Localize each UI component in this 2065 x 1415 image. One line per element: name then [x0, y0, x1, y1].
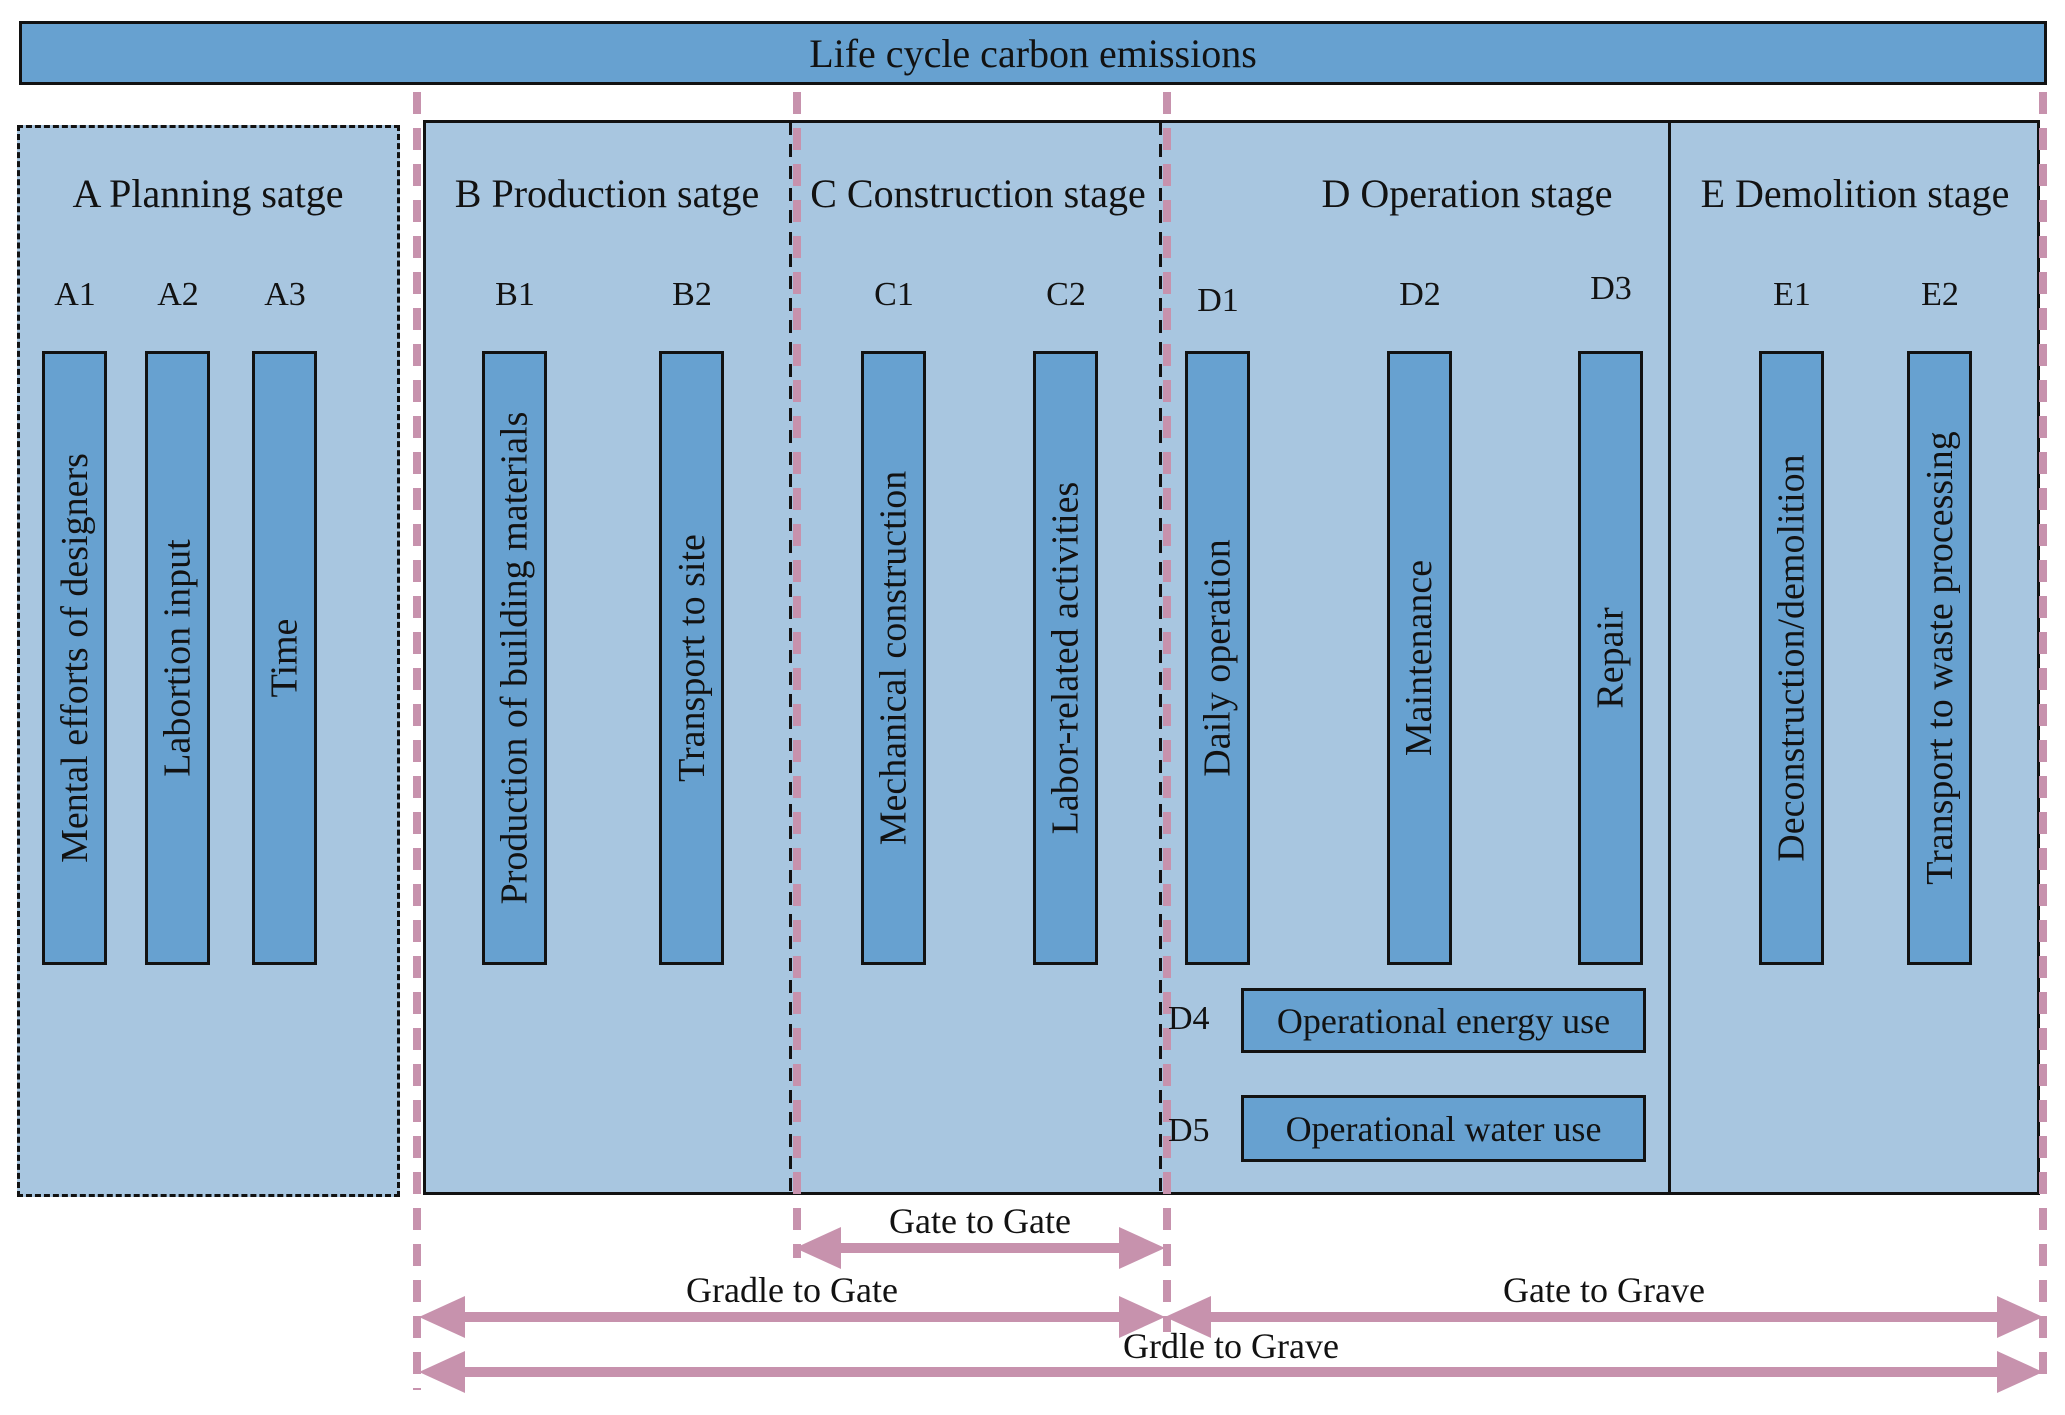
activity-label-a1: Mental efforts of designers: [53, 453, 96, 863]
arrow-head-left-icon: [795, 1227, 841, 1269]
boundary-arrow-gate-to-grave: [1165, 1295, 2043, 1339]
boundary-line-cradle: [413, 92, 421, 1390]
arrow-shaft: [841, 1243, 1119, 1253]
activity-label-a3: Time: [263, 618, 306, 698]
code-label-b2: B2: [672, 276, 712, 313]
title-bar: Life cycle carbon emissions: [19, 21, 2047, 85]
activity-bar-a1: Mental efforts of designers: [42, 351, 107, 965]
activity-label-e2: Transport to waste processing: [1918, 431, 1961, 885]
arrow-head-left-icon: [419, 1296, 465, 1338]
activity-label-b2: Transport to site: [670, 534, 713, 782]
code-label-a2: A2: [157, 276, 199, 313]
activity-bar-b2: Transport to site: [659, 351, 724, 965]
page-title: Life cycle carbon emissions: [809, 30, 1257, 76]
code-label-e2: E2: [1921, 276, 1959, 313]
activity-bar-e1: Deconstruction/demolition: [1759, 351, 1824, 965]
code-label-c1: C1: [874, 276, 914, 313]
divider-operation-demolition: [1668, 122, 1671, 1193]
arrow-head-left-icon: [1165, 1296, 1211, 1338]
activity-bar-d3: Repair: [1578, 351, 1643, 965]
activity-label-c2: Labor-related activities: [1044, 481, 1087, 835]
arrow-head-right-icon: [1119, 1227, 1165, 1269]
activity-label-d5: Operational water use: [1285, 1108, 1602, 1149]
code-label-b1: B1: [495, 276, 535, 313]
boundary-line-grave: [2039, 92, 2047, 1388]
stage-title-operation: D Operation stage: [1321, 171, 1613, 216]
activity-bar-c2: Labor-related activities: [1033, 351, 1098, 965]
arrow-head-left-icon: [419, 1351, 465, 1393]
activity-bar-a2: Labortion input: [145, 351, 210, 965]
activity-box-d4: Operational energy use: [1241, 988, 1646, 1053]
boundary-label-gate-to-gate: Gate to Gate: [889, 1201, 1071, 1241]
boundary-arrow-gradle-to-gate: [419, 1295, 1165, 1339]
boundary-label-gate-to-grave: Gate to Grave: [1503, 1270, 1705, 1310]
boundary-label-gradle-to-gate: Gradle to Gate: [686, 1270, 898, 1310]
code-label-c2: C2: [1046, 276, 1086, 313]
activity-label-d3: Repair: [1589, 607, 1632, 709]
stage-title-planning: A Planning satge: [72, 171, 344, 216]
arrow-shaft: [1211, 1312, 1997, 1322]
boundary-arrow-grdle-to-grave: [419, 1350, 2043, 1394]
activity-label-d4: Operational energy use: [1276, 1000, 1611, 1041]
activity-bar-c1: Mechanical construction: [861, 351, 926, 965]
code-label-a3: A3: [264, 276, 306, 313]
activity-label-d2: Maintenance: [1398, 559, 1441, 757]
boundary-arrow-gate-to-gate: [795, 1226, 1165, 1270]
boundary-line-gate2: [1163, 92, 1171, 1332]
boundary-label-grdle-to-grave: Grdle to Grave: [1123, 1326, 1339, 1366]
activity-label-b1: Production of building materials: [493, 411, 536, 905]
activity-label-c1: Mechanical construction: [872, 470, 915, 846]
activity-label-a2: Labortion input: [156, 539, 199, 777]
activity-label-e1: Deconstruction/demolition: [1770, 454, 1813, 862]
arrow-shaft: [465, 1312, 1119, 1322]
activity-bar-d1: Daily operation: [1185, 351, 1250, 965]
activity-bar-d2: Maintenance: [1387, 351, 1452, 965]
code-label-e1: E1: [1773, 276, 1811, 313]
boundary-line-gate1: [793, 92, 801, 1258]
activity-box-d5: Operational water use: [1241, 1095, 1646, 1162]
arrow-shaft: [465, 1367, 1997, 1377]
stage-title-construction: C Construction stage: [810, 171, 1146, 216]
arrow-head-right-icon: [1997, 1351, 2043, 1393]
code-label-a1: A1: [54, 276, 96, 313]
activity-label-d1: Daily operation: [1196, 539, 1239, 777]
arrow-head-right-icon: [1997, 1296, 2043, 1338]
code-label-d4: D4: [1168, 1000, 1210, 1037]
stage-title-demolition: E Demolition stage: [1700, 171, 2010, 216]
divider-construction-operation: [1159, 122, 1162, 1193]
stage-title-production: B Production satge: [454, 171, 760, 216]
code-label-d3: D3: [1590, 270, 1632, 307]
divider-production-construction: [789, 122, 792, 1193]
code-label-d2: D2: [1399, 276, 1441, 313]
arrow-head-right-icon: [1119, 1296, 1165, 1338]
activity-bar-e2: Transport to waste processing: [1907, 351, 1972, 965]
code-label-d1: D1: [1197, 282, 1239, 319]
code-label-d5: D5: [1168, 1112, 1210, 1149]
activity-bar-b1: Production of building materials: [482, 351, 547, 965]
activity-bar-a3: Time: [252, 351, 317, 965]
